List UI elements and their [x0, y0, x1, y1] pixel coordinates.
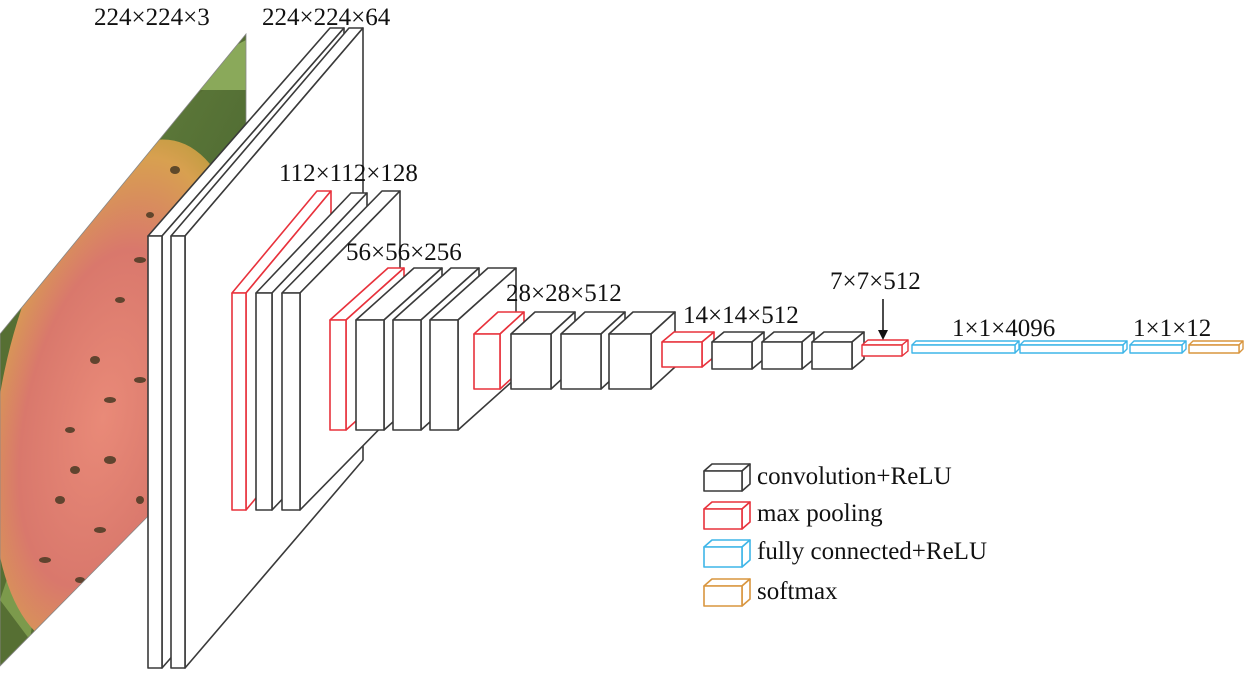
layer-pool4: [661, 331, 715, 368]
fruit-spot: [39, 557, 51, 563]
layer-fc3: [1129, 340, 1187, 354]
legend-label-softmax: softmax: [757, 578, 838, 605]
legend-label-fc: fully connected+ReLU: [757, 538, 987, 565]
fruit-spot: [91, 606, 99, 614]
fruit-spot: [146, 212, 154, 218]
fruit-spot: [70, 466, 80, 474]
layer-conv5-3: [811, 331, 865, 370]
label-fc: 1×1×4096: [952, 315, 1055, 342]
fruit-spot: [55, 496, 65, 504]
fruit-spot: [170, 166, 180, 174]
legend-label-pool: max pooling: [757, 500, 883, 527]
layer-conv5-1: [711, 331, 765, 370]
fruit-spot: [104, 397, 116, 403]
label-block4: 28×28×512: [506, 280, 622, 307]
label-block2: 112×112×128: [279, 160, 418, 187]
fruit-spot: [126, 617, 134, 623]
legend-label-conv: convolution+ReLU: [757, 463, 952, 490]
fruit-spot: [94, 527, 106, 533]
fruit-spot: [134, 257, 146, 263]
layer-softmax: [1188, 340, 1244, 354]
fruit-spot: [50, 617, 60, 623]
fruit-spot: [75, 577, 85, 583]
label-block1: 224×224×64: [262, 4, 391, 31]
label-output: 1×1×12: [1133, 315, 1211, 342]
legend-swatch-softmax: [703, 578, 751, 607]
layer-conv5-2: [761, 331, 815, 370]
legend-swatch-conv: [703, 463, 751, 492]
label-block5: 14×14×512: [683, 302, 799, 329]
layer-fc2: [1019, 340, 1128, 354]
fruit-spot: [136, 496, 144, 504]
fruit-spot: [119, 566, 131, 574]
fruit-spot: [90, 356, 100, 364]
label-pool5: 7×7×512: [830, 268, 921, 295]
legend: convolution+ReLU max pooling fully conne…: [703, 463, 987, 607]
layer-conv4-3: [608, 311, 676, 390]
fruit-spot: [115, 297, 125, 303]
legend-swatch-pool: [703, 501, 751, 530]
network-layers: [147, 27, 1244, 669]
layer-pool5: [861, 339, 909, 357]
fruit-spot: [134, 377, 146, 383]
pool5-arrow: [878, 299, 888, 340]
label-block3: 56×56×256: [346, 239, 462, 266]
label-input: 224×224×3: [94, 4, 210, 31]
fruit-spot: [104, 456, 116, 464]
legend-swatch-fc: [703, 539, 751, 568]
layer-fc1: [911, 340, 1020, 354]
fruit-spot: [65, 427, 75, 433]
